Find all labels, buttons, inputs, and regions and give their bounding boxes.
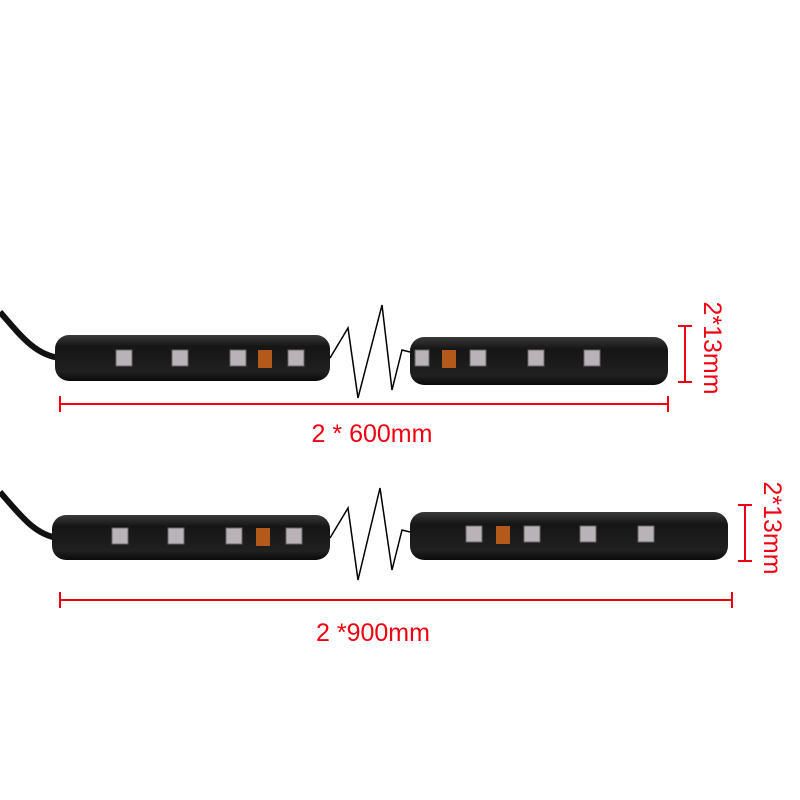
cable [0, 490, 59, 541]
strip-right-segment [410, 512, 728, 560]
dimension-length-2 [59, 592, 733, 608]
led-chips [111, 525, 655, 545]
break-zigzag [329, 487, 411, 581]
resistors [258, 350, 456, 368]
led-strip-600mm: 2 * 600mm 2*13mm [0, 301, 726, 448]
height-label: 2*13mm [758, 481, 786, 574]
cable [0, 310, 61, 361]
dimension-length-1 [59, 396, 669, 412]
led-strip-900mm: 2 *900mm 2*13mm [0, 481, 786, 647]
resistors [256, 526, 510, 546]
dimension-height-2 [738, 504, 752, 562]
strip-left-segment [52, 515, 330, 560]
break-zigzag [329, 304, 411, 399]
height-label: 2*13mm [698, 301, 726, 394]
length-label: 2 * 600mm [312, 420, 433, 448]
length-label: 2 *900mm [316, 619, 430, 647]
dimension-height-1 [678, 325, 692, 383]
strip-left-segment [55, 335, 330, 381]
led-chips [115, 349, 601, 367]
